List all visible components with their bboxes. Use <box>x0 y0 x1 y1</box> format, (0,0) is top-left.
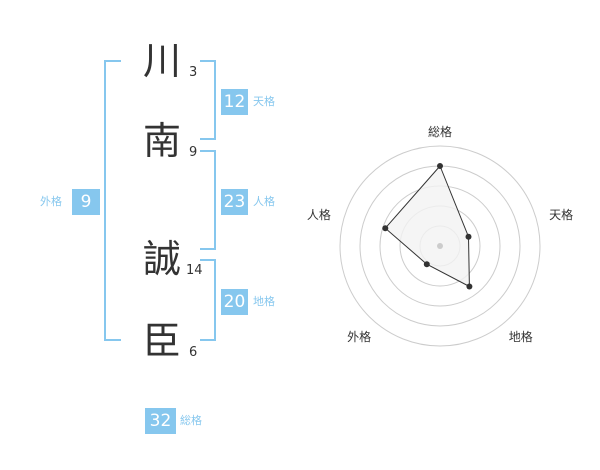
chikaku-label: 地格 <box>253 295 275 308</box>
radar-point-4 <box>423 261 430 268</box>
radar-point-5 <box>382 225 389 232</box>
name-char-4: 臣 <box>142 319 181 363</box>
jinkaku-label: 人格 <box>253 195 275 208</box>
radar-point-2 <box>465 233 472 240</box>
radar-axis-label: 外格 <box>347 329 371 344</box>
radar-point-1 <box>437 163 443 169</box>
stroke-count-2: 9 <box>189 145 198 160</box>
gaikaku-badge: 9 <box>72 189 100 215</box>
gaikaku-bracket <box>104 60 121 341</box>
tenkaku-bracket <box>200 60 216 140</box>
stroke-count-3: 14 <box>186 263 203 278</box>
radar-ring <box>339 145 541 347</box>
soukaku-label: 総格 <box>180 414 202 427</box>
radar-center-dot <box>437 243 443 249</box>
tenkaku-label: 天格 <box>253 95 275 108</box>
jinkaku-bracket <box>200 150 216 250</box>
radar-point-3 <box>466 283 473 290</box>
name-char-3: 誠 <box>142 237 181 281</box>
chikaku-bracket <box>200 259 216 341</box>
jinkaku-badge: 23 <box>221 189 248 215</box>
radar-axis-label: 人格 <box>307 207 331 222</box>
radar-axis-label: 天格 <box>549 207 573 222</box>
soukaku-badge: 32 <box>145 408 176 434</box>
tenkaku-badge: 12 <box>221 89 248 115</box>
gaikaku-label: 外格 <box>40 195 62 208</box>
stroke-count-4: 6 <box>189 345 198 360</box>
stroke-count-1: 3 <box>189 65 198 80</box>
radar-axis-label: 総格 <box>428 124 452 139</box>
radar-polygon <box>384 165 470 288</box>
name-char-1: 川 <box>142 39 181 83</box>
chikaku-badge: 20 <box>221 289 248 315</box>
name-char-2: 南 <box>142 119 181 163</box>
radar-axis-label: 地格 <box>509 329 533 344</box>
